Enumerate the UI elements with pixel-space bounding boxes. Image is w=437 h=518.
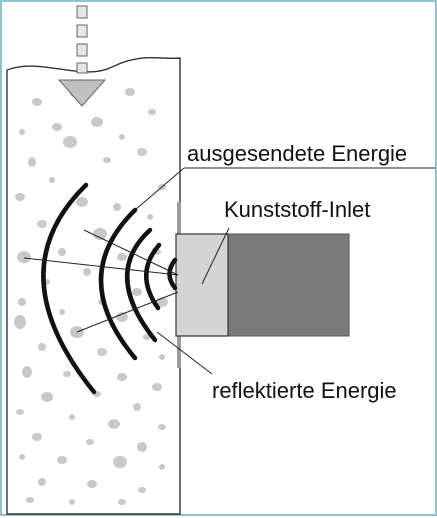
label-plastic-inlet: Kunststoff-Inlet <box>224 197 371 222</box>
ray-reflected <box>76 291 179 333</box>
wave-arcs <box>41 182 178 395</box>
concrete-wall <box>6 56 181 515</box>
dashed-down-arrow-icon <box>57 5 107 107</box>
leader-inlet <box>201 227 230 285</box>
wave-arc-5 <box>41 182 97 395</box>
energy-rays <box>23 229 179 333</box>
label-emitted-energy: ausgesendete Energie <box>187 141 408 166</box>
leader-emitted-diag <box>134 167 185 211</box>
wave-arc-4 <box>98 207 138 361</box>
ray-emitted-2 <box>23 257 179 276</box>
ray-emitted-1 <box>83 229 179 276</box>
wave-arc-3 <box>125 227 158 343</box>
plastic-inlet <box>175 233 229 337</box>
leader-reflected <box>156 331 213 375</box>
label-reflected-energy: reflektierte Energie <box>212 378 397 403</box>
leader-lines <box>134 167 435 375</box>
sensor-body <box>226 233 350 337</box>
